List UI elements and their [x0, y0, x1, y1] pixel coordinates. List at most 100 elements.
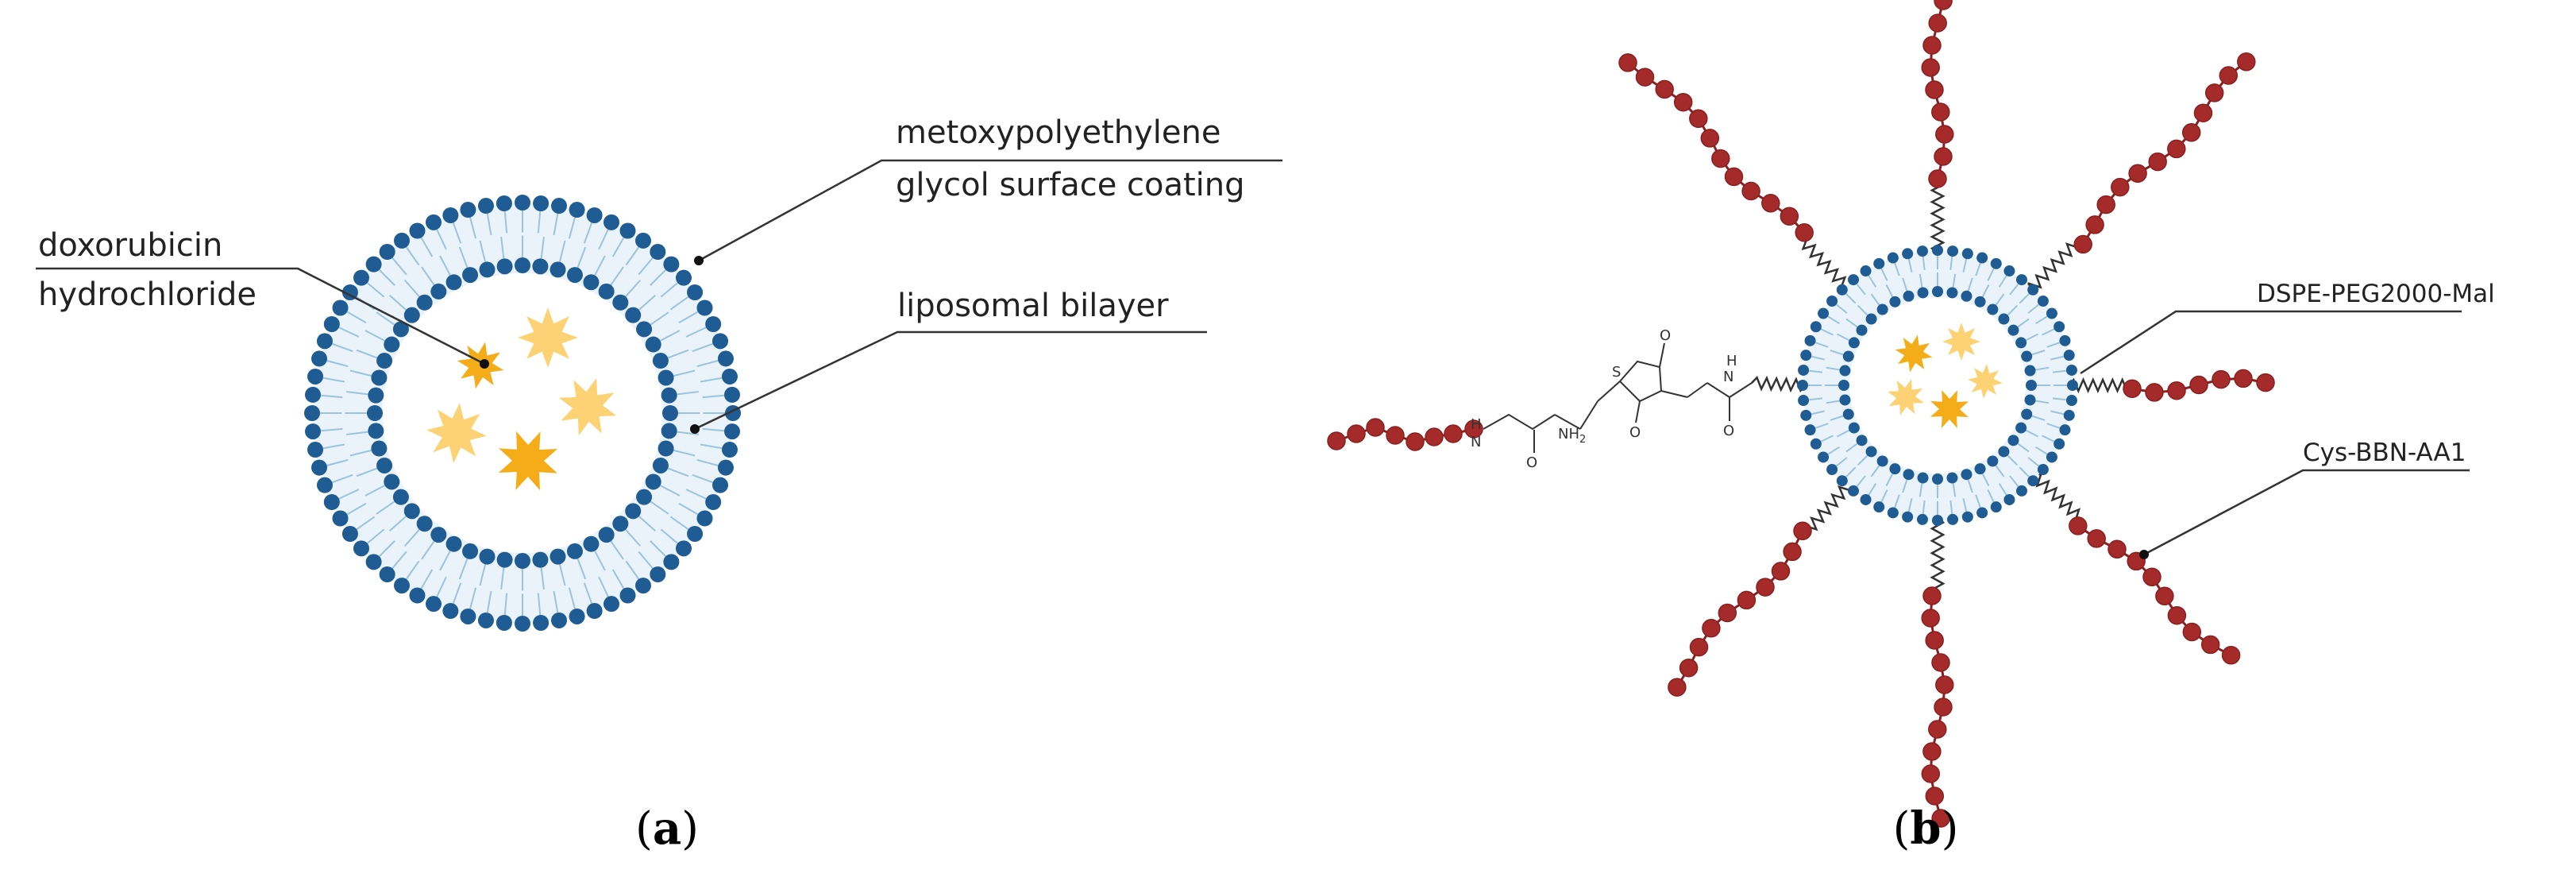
lipid-tail [1826, 400, 1840, 404]
peptide-bead [2256, 373, 2275, 392]
chem-s: S [1612, 364, 1621, 381]
peptide-bead [1756, 578, 1775, 597]
lipid-head-outer [569, 608, 585, 624]
lipid-head-outer [394, 578, 411, 594]
lipid-tail [2050, 355, 2065, 361]
drug-star [1895, 334, 1933, 373]
peg-spring [2068, 377, 2133, 394]
chem-n-left: N [1471, 434, 1481, 450]
lipid-tail [625, 246, 640, 266]
peptide-bead [2189, 375, 2208, 395]
lipid-head-outer [1902, 511, 1914, 523]
lipid-head-inner [403, 307, 420, 323]
lipid-tail [1919, 273, 1923, 288]
lipid-head-inner [462, 543, 479, 559]
lipid-head-outer [1887, 507, 1899, 519]
lipid-tail [1880, 489, 1888, 503]
lipid-head-outer [723, 386, 740, 403]
lipid-head-inner [2015, 337, 2027, 349]
peptide-bead [2069, 516, 2088, 535]
lipid-tail [1835, 303, 1848, 314]
lipid-head-outer [1798, 364, 1810, 376]
lipid-tail [638, 551, 654, 569]
peptide-bead [2182, 622, 2202, 642]
peptide-bead [1922, 586, 1942, 605]
leader-line-doxorubicin [36, 267, 485, 365]
lipid-head-inner [1946, 472, 1958, 484]
lipid-head-outer [304, 405, 320, 421]
peptide-bead [2085, 215, 2104, 234]
peptide-bead [1711, 149, 1730, 168]
leader-dot-doxorubicin [480, 359, 489, 369]
peptide-chain [2069, 516, 2241, 665]
lipid-tail [346, 502, 367, 516]
drug-molecules-b [1888, 323, 2003, 429]
lipid-head-outer [1810, 321, 1822, 333]
lipid-head-outer [717, 350, 734, 367]
lipid-tail [685, 327, 707, 338]
leader-line-peg [698, 159, 1282, 262]
lipid-tail [503, 211, 508, 234]
lipid-head-outer [307, 368, 324, 385]
lipid-head-outer [2037, 463, 2049, 475]
lipid-tail [577, 558, 587, 580]
lipid-tail [669, 296, 689, 311]
peptide-bead [1771, 562, 1791, 581]
lipid-tail [404, 280, 420, 297]
lipid-tail [2035, 446, 2048, 455]
lipid-head-inner [479, 261, 496, 278]
lipid-head-inner [532, 258, 549, 275]
lipid-head-outer [442, 207, 459, 223]
drug-star [426, 403, 487, 463]
peptide-chain [2123, 369, 2275, 402]
lipid-head-inner [376, 457, 393, 473]
lipid-tail [2035, 366, 2050, 371]
lipid-tail [2007, 454, 2019, 466]
lipid-tail [2031, 415, 2046, 421]
lipid-head-inner [403, 503, 420, 520]
lipid-tail [1837, 429, 1850, 438]
peptide-bead [2142, 567, 2161, 587]
peptide-bead [2148, 152, 2167, 172]
lipid-head-outer [2063, 409, 2075, 421]
lipid-head-outer [341, 525, 358, 542]
lipid-head-inner [2007, 435, 2019, 446]
peptide-chain [1921, 0, 1954, 188]
lipid-tail [1845, 318, 1858, 328]
lipid-head-inner [445, 535, 462, 552]
lipid-tail [638, 516, 656, 531]
peptide-bead [1935, 675, 1954, 694]
peg-spring [1799, 236, 1849, 291]
lipid-tail [568, 217, 576, 239]
lipid-head-inner [1974, 296, 1986, 307]
lipid-tail [598, 229, 609, 250]
panel-caption-b: (b) [1893, 802, 1959, 855]
lipid-head-outer [1887, 252, 1899, 264]
peptide-bead [1724, 167, 1744, 187]
peptide-bead [1618, 53, 1637, 72]
lipid-tail [625, 560, 640, 580]
lipid-head-outer [2065, 395, 2077, 407]
lipid-tail [1885, 473, 1894, 486]
lipid-tail [1981, 284, 1990, 298]
lipid-tails [320, 211, 725, 616]
lipid-tail [660, 282, 678, 298]
lipid-tail [1998, 275, 2007, 288]
peptide-bead [1928, 169, 1947, 188]
lipid-head-outer [426, 596, 442, 613]
lipid-tail [673, 369, 696, 377]
lipid-tail [378, 269, 395, 286]
lipid-head-outer [712, 333, 729, 350]
lipid-head-outer [365, 256, 382, 272]
lipid-tail [1814, 423, 1829, 429]
lipid-head-outer [650, 243, 666, 260]
peptide-bead [1366, 418, 1385, 437]
peptide-backbone [2077, 524, 2232, 657]
lipid-head-outer [712, 477, 729, 493]
lipid-head-inner [1889, 463, 1901, 475]
lipid-head-inner [1856, 435, 1868, 446]
lipid-tail [673, 449, 696, 457]
lipid-head-outer [687, 284, 704, 301]
peptide-bead [1925, 631, 1944, 650]
lipid-head-outer [603, 214, 619, 230]
